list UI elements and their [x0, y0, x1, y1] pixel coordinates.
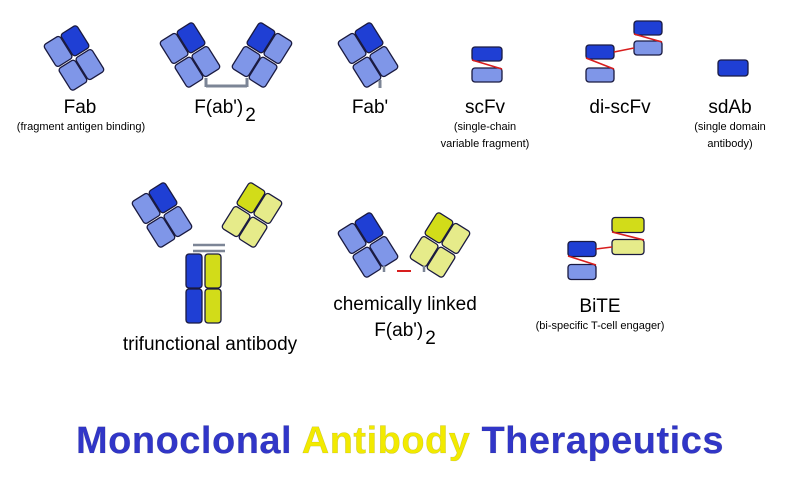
domain-lower: [58, 59, 88, 91]
domain-upper: [253, 192, 283, 225]
trifunctional-left-arm-icon: [131, 182, 193, 248]
scfv-icon: [471, 46, 503, 83]
fc-blue-upper: [185, 253, 203, 289]
bite-vl-2: [611, 238, 645, 256]
domain-upper: [424, 212, 454, 244]
chem-linked-label-2: F(ab')2: [350, 320, 460, 349]
fab2-left-arm-icon: [159, 22, 221, 88]
domain-upper: [246, 22, 276, 54]
domain-lower: [231, 45, 261, 78]
domain-upper: [236, 182, 266, 214]
fab2-label: F(ab')2: [170, 97, 280, 126]
chem-linked-right-arm-icon: [409, 212, 471, 278]
domain-lower: [221, 205, 251, 238]
fc-yellow-upper: [204, 253, 222, 289]
bite-label: BiTE: [579, 296, 621, 317]
domain-lower: [248, 56, 278, 88]
scfv-sublabel-2: variable fragment): [440, 138, 530, 150]
page-title: Monoclonal Antibody Therapeutics: [0, 420, 800, 463]
fab-label: Fab: [63, 97, 97, 118]
domain-lower: [369, 235, 399, 268]
fab2-right-arm-icon: [231, 22, 293, 88]
domain-upper: [354, 22, 384, 54]
bite-connector: [595, 246, 613, 250]
domain-lower: [426, 246, 456, 278]
domain-upper: [60, 25, 90, 57]
sdab-icon: [717, 59, 749, 77]
domain-upper: [159, 32, 189, 65]
title-word-monoclonal: Monoclonal: [76, 420, 293, 463]
chem-linked-label-1: chemically linked: [333, 294, 477, 315]
domain-upper: [337, 32, 367, 65]
domain-lower: [163, 205, 193, 238]
di-scfv-label: di-scFv: [589, 97, 651, 118]
sdab-sublabel-2: antibody): [707, 138, 753, 150]
fc-blue-lower: [185, 288, 203, 324]
domain-upper: [176, 22, 206, 54]
scfv-vh: [471, 46, 503, 62]
sdab-label: sdAb: [708, 97, 752, 118]
chem-linked-subscript: 2: [425, 328, 436, 349]
domain-upper: [263, 32, 293, 65]
domain-upper: [43, 35, 73, 68]
bite-vl-1: [567, 263, 597, 281]
domain-upper: [441, 222, 471, 255]
fab-sublabel: (fragment antigen binding): [16, 121, 146, 133]
domain-lower: [369, 45, 399, 78]
fab2-subscript: 2: [245, 105, 256, 126]
di-scfv-vl-2: [633, 40, 663, 56]
fab2-label-text: F(ab'): [194, 97, 244, 118]
bite-linker-1: [567, 255, 597, 266]
trifunctional-label: trifunctional antibody: [122, 334, 298, 355]
di-scfv-vh-1: [585, 44, 615, 60]
domain-lower: [352, 246, 382, 278]
di-scfv-vh-2: [633, 20, 663, 36]
bite-icon: [567, 216, 645, 281]
bite-linker-2: [611, 231, 645, 241]
scfv-vl: [471, 67, 503, 83]
sdab-sublabel-1: (single domain: [694, 121, 766, 133]
trifunctional-fc-icon: [185, 253, 222, 324]
scfv-label: scFv: [464, 97, 506, 118]
fc-yellow-lower: [204, 288, 222, 324]
bite-sublabel: (bi-specific T-cell engager): [535, 320, 665, 332]
domain-upper: [131, 192, 161, 225]
di-scfv-linker-2: [633, 33, 663, 43]
domain-lower: [174, 56, 204, 88]
fab-prime-icon: [337, 22, 399, 88]
domain-upper: [148, 182, 178, 214]
trifunctional-right-arm-icon: [221, 182, 283, 248]
title-word-antibody: Antibody: [301, 420, 471, 463]
scfv-sublabel-1: (single-chain: [453, 121, 517, 133]
di-scfv-linker-1: [585, 57, 615, 70]
chem-linked-label-2-text: F(ab'): [374, 320, 424, 341]
di-scfv-connector: [613, 47, 635, 53]
domain-lower: [409, 235, 439, 268]
domain-lower: [352, 56, 382, 88]
bite-vh-1: [567, 240, 597, 258]
fab-icon: [43, 25, 105, 91]
chem-linked-left-arm-icon: [337, 212, 399, 278]
title-word-therapeutics: Therapeutics: [481, 420, 724, 463]
domain-lower: [191, 45, 221, 78]
fab-prime-label: Fab': [351, 97, 389, 118]
scfv-linker: [471, 59, 503, 70]
di-scfv-vl-1: [585, 67, 615, 83]
domain-lower: [75, 48, 105, 81]
bite-vh-2: [611, 216, 645, 234]
domain-lower: [238, 216, 268, 248]
domain-upper: [354, 212, 384, 244]
domain-lower: [146, 216, 176, 248]
di-scfv-icon: [585, 20, 663, 83]
domain-upper: [337, 222, 367, 255]
